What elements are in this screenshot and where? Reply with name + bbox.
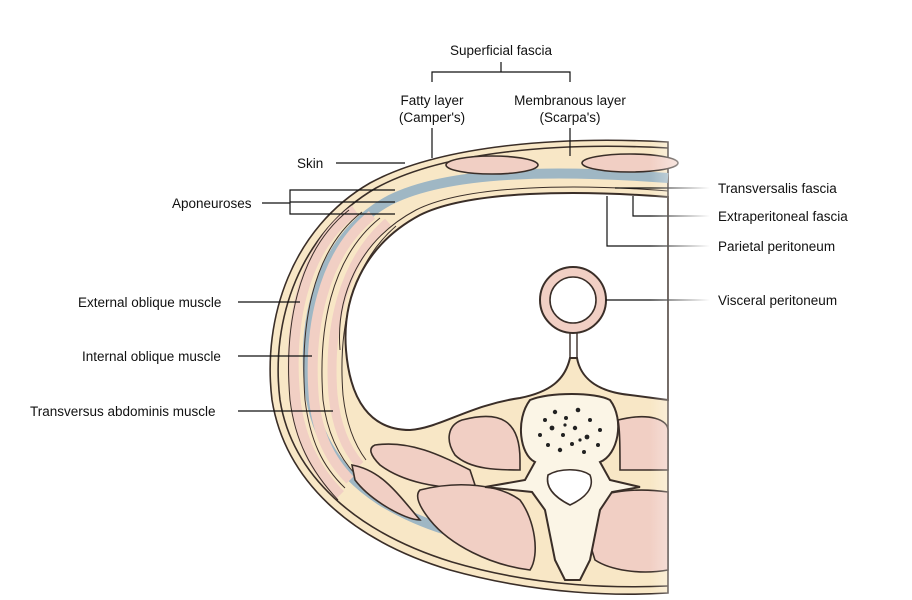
label-superficial-fascia: Superficial fascia (449, 43, 553, 58)
label-visceral-peritoneum: Visceral peritoneum (718, 293, 838, 308)
label-skin: Skin (297, 156, 324, 171)
cancellous-bone (538, 407, 602, 454)
label-internal-oblique: Internal oblique muscle (82, 349, 221, 364)
spinal-canal (546, 468, 592, 506)
label-external-oblique: External oblique muscle (78, 295, 222, 310)
external-oblique-muscle (287, 205, 359, 499)
rectus-abdominis-left (445, 155, 539, 175)
right-edge-fade (650, 130, 710, 600)
label-fatty-layer: Fatty layer (Camper's) (399, 92, 465, 126)
peritoneal-cavity (344, 192, 669, 432)
label-membranous-layer-name: Membranous layer (514, 93, 626, 108)
label-membranous-layer: Membranous layer (Scarpa's) (514, 92, 626, 126)
label-membranous-layer-sub: (Scarpa's) (539, 110, 601, 125)
label-fatty-layer-name: Fatty layer (400, 93, 464, 108)
psoas-muscle-left (448, 415, 521, 471)
label-transversus-abdominis: Transversus abdominis muscle (30, 404, 216, 419)
label-aponeuroses: Aponeuroses (172, 196, 252, 211)
label-transversalis-fascia: Transversalis fascia (718, 181, 837, 196)
label-fatty-layer-sub: (Camper's) (398, 110, 466, 125)
label-extraperitoneal-fascia: Extraperitoneal fascia (718, 209, 848, 224)
lateral-muscle (350, 464, 422, 521)
label-parietal-peritoneum: Parietal peritoneum (718, 239, 836, 254)
transversus-abdominis-muscle (327, 218, 391, 468)
internal-oblique-muscle (307, 211, 376, 484)
